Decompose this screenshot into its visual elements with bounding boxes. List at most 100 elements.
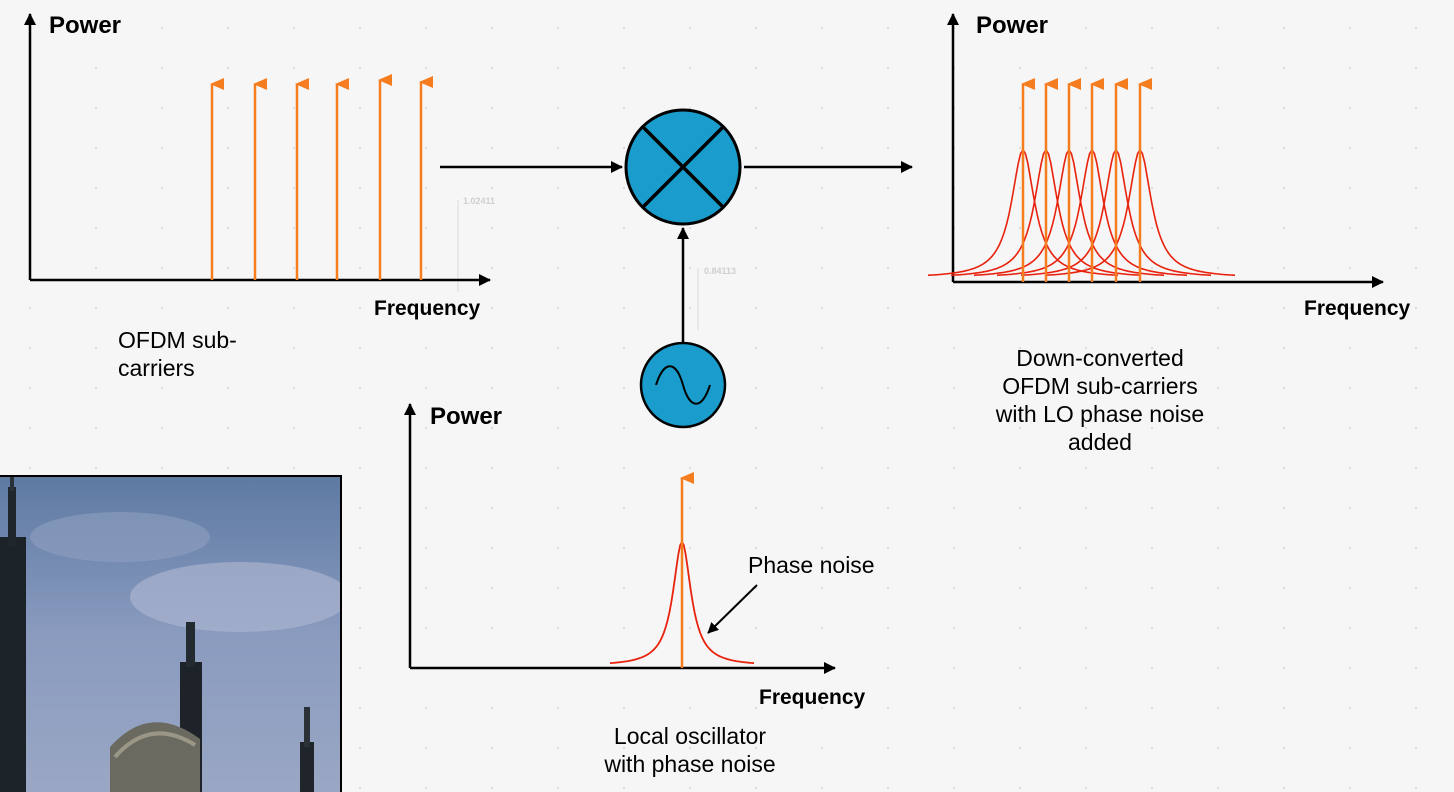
background-dot [1019, 747, 1021, 749]
sine-wave-icon [639, 341, 727, 429]
background-dot [95, 187, 97, 189]
background-dot [953, 347, 955, 349]
background-dot [161, 227, 163, 229]
background-dot [557, 67, 559, 69]
background-dot [623, 107, 625, 109]
background-dot [1019, 707, 1021, 709]
background-dot [293, 387, 295, 389]
background-dot [425, 107, 427, 109]
background-dot [491, 587, 493, 589]
background-dot [293, 307, 295, 309]
background-dot [491, 27, 493, 29]
background-dot [1415, 107, 1417, 109]
background-dot [1085, 347, 1087, 349]
background-dot [557, 227, 559, 229]
background-dot [623, 627, 625, 629]
background-dot [1217, 267, 1219, 269]
background-dot [359, 507, 361, 509]
background-dot [425, 707, 427, 709]
background-dot [755, 387, 757, 389]
background-dot [1151, 507, 1153, 509]
background-dot [689, 67, 691, 69]
background-dot [1019, 587, 1021, 589]
background-dot [227, 227, 229, 229]
background-dot [1283, 547, 1285, 549]
background-dot [887, 307, 889, 309]
background-dot [557, 387, 559, 389]
output-caption-line: added [1068, 429, 1132, 455]
background-dot [425, 227, 427, 229]
background-dot [359, 227, 361, 229]
background-dot [1151, 747, 1153, 749]
output-subcarriers [1021, 78, 1152, 282]
phase-noise-pointer-arrow [707, 584, 758, 634]
background-dot [1415, 27, 1417, 29]
background-dot [1085, 67, 1087, 69]
background-dot [887, 147, 889, 149]
background-dot [359, 427, 361, 429]
background-dot [557, 27, 559, 29]
background-number: 1.02411 [463, 196, 496, 206]
background-dot [755, 707, 757, 709]
lo-caption-line: with phase noise [604, 751, 776, 777]
background-dot [689, 747, 691, 749]
background-dot [1349, 187, 1351, 189]
background-dot [29, 307, 31, 309]
background-dot [1019, 387, 1021, 389]
background-dot [1283, 707, 1285, 709]
background-dot [1019, 307, 1021, 309]
background-dot [491, 747, 493, 749]
background-dot [293, 107, 295, 109]
background-dot [755, 627, 757, 629]
background-dot [755, 147, 757, 149]
background-dot [623, 227, 625, 229]
background-dot [1415, 747, 1417, 749]
background-dot [1085, 107, 1087, 109]
background-dot [1349, 707, 1351, 709]
background-dot [1415, 667, 1417, 669]
background-dot [1085, 387, 1087, 389]
background-dot [95, 227, 97, 229]
background-dot [1283, 787, 1285, 789]
background-dot [227, 427, 229, 429]
background-dot [359, 147, 361, 149]
background-dot [95, 387, 97, 389]
background-dot [1019, 27, 1021, 29]
background-dot [1217, 347, 1219, 349]
background-dot [161, 107, 163, 109]
background-dot [1217, 667, 1219, 669]
background-dot [161, 67, 163, 69]
background-dot [1085, 147, 1087, 149]
background-dot [491, 267, 493, 269]
background-dot [557, 347, 559, 349]
background-dot [887, 547, 889, 549]
background-dot [1151, 267, 1153, 269]
background-dot [293, 147, 295, 149]
background-dot [359, 547, 361, 549]
background-dot [1085, 587, 1087, 589]
background-dot [491, 427, 493, 429]
background-dot [1415, 587, 1417, 589]
background-dot [1217, 387, 1219, 389]
background-dot [1415, 307, 1417, 309]
background-dot [623, 507, 625, 509]
background-dot [887, 387, 889, 389]
background-dot [1085, 507, 1087, 509]
background-dot [1283, 187, 1285, 189]
background-dot [1415, 787, 1417, 789]
background-dot [491, 107, 493, 109]
background-dot [821, 707, 823, 709]
background-dot [1349, 27, 1351, 29]
background-dot [425, 547, 427, 549]
background-dot [887, 67, 889, 69]
background-dot [953, 507, 955, 509]
background-dot [293, 347, 295, 349]
background-dot [1019, 547, 1021, 549]
background-dot [755, 427, 757, 429]
background-dot [359, 267, 361, 269]
background-dot [1217, 227, 1219, 229]
background-dot [557, 107, 559, 109]
background-dot [425, 267, 427, 269]
background-dot [1217, 627, 1219, 629]
background-dot [491, 227, 493, 229]
